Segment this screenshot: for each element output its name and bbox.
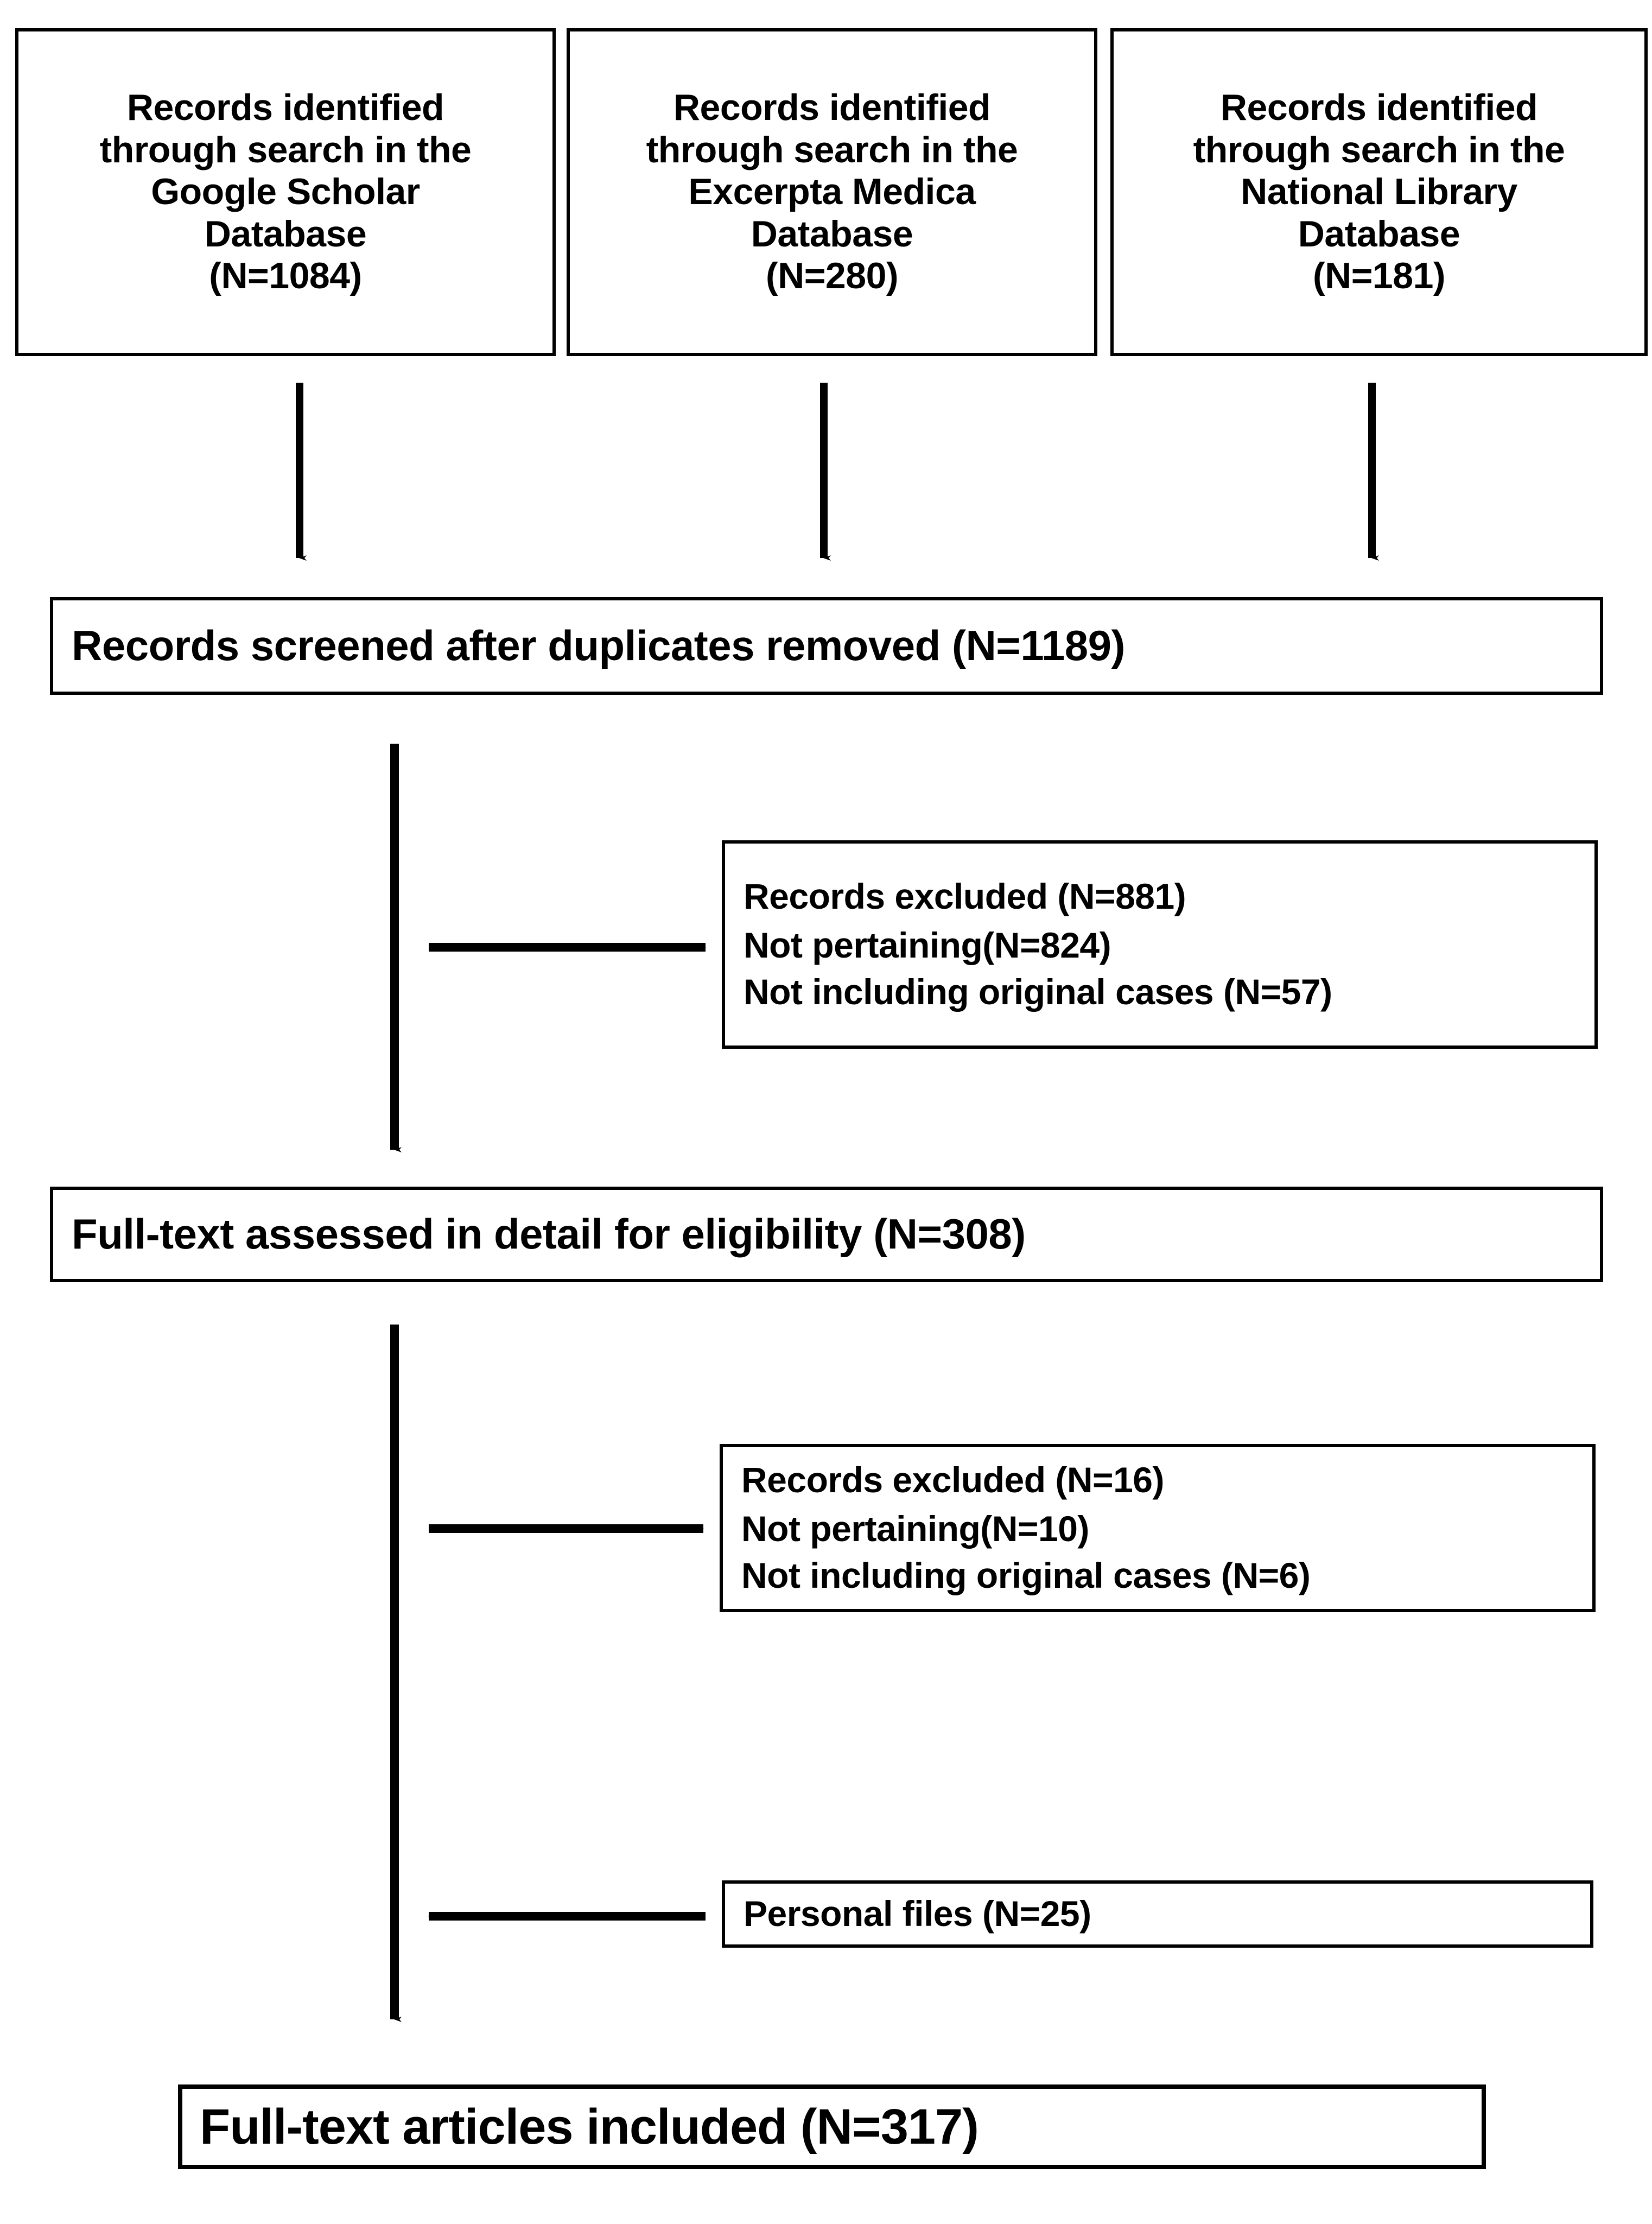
full-text-eligibility-box: Full-text assessed in detail for eligibi… xyxy=(50,1187,1603,1282)
source-line: Records identified xyxy=(126,87,444,129)
full-text-eligibility-label: Full-text assessed in detail for eligibi… xyxy=(72,1210,1026,1258)
source-count: (N=1084) xyxy=(209,255,362,297)
exclusion-not-original-cases-label: Not including original cases (N=6) xyxy=(741,1555,1311,1595)
personal-files-box: Personal files (N=25) xyxy=(722,1880,1593,1948)
source-line: through search in the xyxy=(646,129,1018,170)
exclusion-box-screening: Records excluded (N=881) Not pertaining(… xyxy=(722,840,1598,1049)
source-line: through search in the xyxy=(99,129,472,170)
source-line: National Library xyxy=(1241,171,1517,213)
exclusion-total-label: Records excluded (N=16) xyxy=(741,1460,1164,1500)
records-screened-label: Records screened after duplicates remove… xyxy=(72,622,1126,670)
personal-files-label: Personal files (N=25) xyxy=(744,1893,1091,1934)
full-text-included-label: Full-text articles included (N=317) xyxy=(200,2099,979,2155)
source-box-google-scholar: Records identified through search in the… xyxy=(15,28,556,356)
source-box-national-library: Records identified through search in the… xyxy=(1110,28,1648,356)
source-line: Database xyxy=(751,213,913,255)
source-line: Records identified xyxy=(673,87,991,129)
source-line: Database xyxy=(204,213,367,255)
exclusion-not-pertaining-label: Not pertaining(N=10) xyxy=(741,1509,1089,1549)
full-text-included-box: Full-text articles included (N=317) xyxy=(178,2084,1486,2169)
exclusion-total-label: Records excluded (N=881) xyxy=(744,876,1186,917)
source-line: Records identified xyxy=(1220,87,1538,129)
records-screened-box: Records screened after duplicates remove… xyxy=(50,597,1603,695)
source-count: (N=181) xyxy=(1312,255,1446,297)
source-line: Database xyxy=(1298,213,1460,255)
exclusion-not-pertaining-label: Not pertaining(N=824) xyxy=(744,925,1111,966)
exclusion-not-original-cases-label: Not including original cases (N=57) xyxy=(744,971,1332,1012)
source-line: Excerpta Medica xyxy=(688,171,976,213)
exclusion-box-eligibility: Records excluded (N=16) Not pertaining(N… xyxy=(720,1444,1596,1612)
source-count: (N=280) xyxy=(765,255,899,297)
source-box-excerpta-medica: Records identified through search in the… xyxy=(567,28,1097,356)
source-line: Google Scholar xyxy=(151,171,420,213)
source-line: through search in the xyxy=(1193,129,1565,170)
